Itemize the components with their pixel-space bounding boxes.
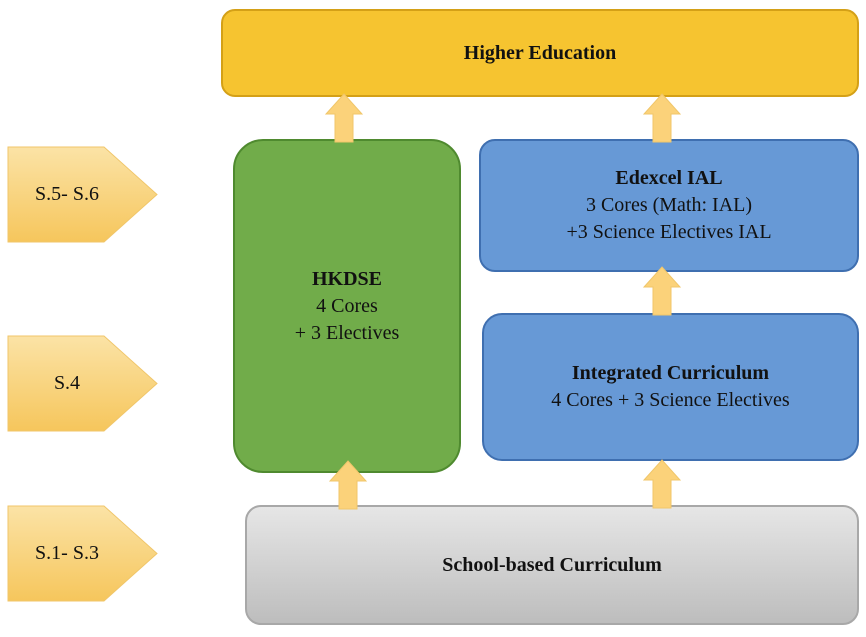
hkdse-line-1: 4 Cores [316,294,378,317]
integrated-line-1: 4 Cores + 3 Science Electives [551,389,790,411]
stage-arrow-shape [7,335,158,432]
up-arrow-icon [325,93,363,143]
stage-arrow-shape [7,505,158,602]
school-based-curriculum-box: School-based Curriculum [245,505,859,625]
school-based-title: School-based Curriculum [442,553,662,576]
edexcel-line-2: +3 Science Electives IAL [566,221,772,243]
hkdse-title: HKDSE [311,267,383,290]
stage-arrow-shape [7,146,158,243]
integrated-curriculum-box: Integrated Curriculum 4 Cores + 3 Scienc… [482,313,859,461]
stage-s1-s3: S.1- S.3 [7,505,159,602]
up-arrow-icon [329,460,367,510]
edexcel-title: Edexcel IAL [615,167,723,189]
stage-s5-s6: S.5- S.6 [7,146,159,243]
up-arrow-icon [643,93,681,143]
hkdse-line-2: + 3 Electives [294,321,400,344]
stage-label: S.1- S.3 [35,542,99,564]
stage-label: S.5- S.6 [35,183,99,205]
higher-education-title: Higher Education [463,41,617,64]
integrated-title: Integrated Curriculum [571,362,770,384]
stage-s4: S.4 [7,335,159,432]
up-arrow-icon [643,266,681,316]
edexcel-ial-box: Edexcel IAL 3 Cores (Math: IAL) +3 Scien… [479,139,859,272]
stage-label: S.4 [53,372,81,394]
higher-education-box: Higher Education [221,9,859,97]
up-arrow-icon [643,459,681,509]
edexcel-line-1: 3 Cores (Math: IAL) [585,194,753,216]
hkdse-box: HKDSE 4 Cores + 3 Electives [233,139,461,473]
